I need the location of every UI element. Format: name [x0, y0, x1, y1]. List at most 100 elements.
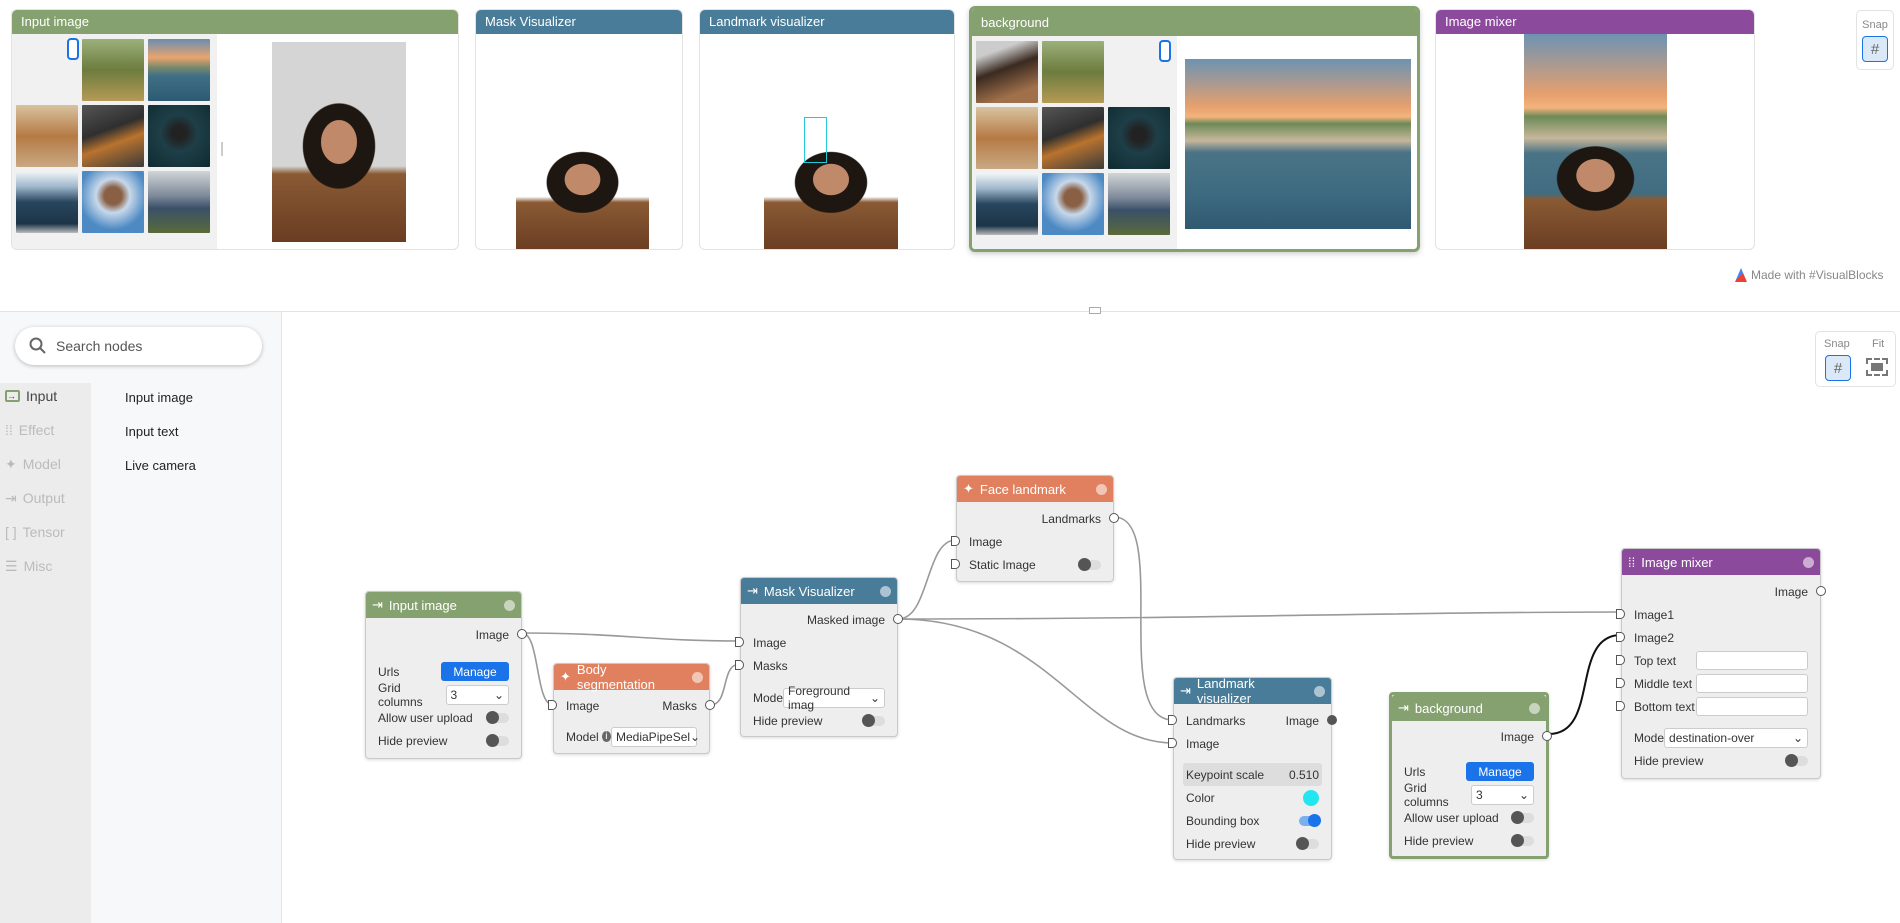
- hide-preview-toggle[interactable]: [1785, 753, 1808, 767]
- gallery-thumb[interactable]: [1159, 40, 1171, 62]
- node-header[interactable]: ⇥Input image: [366, 592, 521, 618]
- gallery-thumb[interactable]: [1108, 173, 1170, 235]
- category-effect[interactable]: ⁞⁞Effect: [5, 417, 54, 443]
- gallery-thumb[interactable]: [1042, 107, 1104, 169]
- snap-grid-button[interactable]: #: [1862, 36, 1888, 62]
- input-port-landmarks[interactable]: [1168, 715, 1177, 725]
- info-icon[interactable]: [1803, 556, 1814, 568]
- input-port-bottom-text[interactable]: [1616, 701, 1625, 711]
- allow-upload-toggle[interactable]: [1511, 810, 1534, 824]
- node-header[interactable]: ⇥Landmark visualizer: [1174, 676, 1331, 706]
- node-header[interactable]: ✦Face landmark: [957, 476, 1113, 502]
- color-picker[interactable]: [1303, 789, 1319, 806]
- input-port-top-text[interactable]: [1616, 655, 1625, 665]
- info-icon[interactable]: [1529, 702, 1540, 714]
- category-input[interactable]: →Input: [5, 383, 57, 409]
- gallery-thumb[interactable]: [976, 41, 1038, 103]
- library-item[interactable]: Live camera: [125, 458, 196, 473]
- gallery-thumb[interactable]: [16, 171, 78, 233]
- library-item[interactable]: Input text: [125, 424, 179, 439]
- grid-columns-select[interactable]: 3⌄: [445, 684, 509, 705]
- snap-grid-button[interactable]: #: [1825, 355, 1851, 381]
- middle-text-input[interactable]: [1696, 674, 1808, 693]
- gallery-thumb[interactable]: [67, 38, 79, 60]
- output-port-image[interactable]: [517, 629, 527, 639]
- mode-select[interactable]: destination-over⌄: [1664, 727, 1808, 748]
- output-port-masked-image[interactable]: [893, 614, 903, 624]
- info-icon[interactable]: [1096, 483, 1107, 495]
- library-item[interactable]: Input image: [125, 390, 193, 405]
- fit-view-button[interactable]: [1866, 358, 1888, 376]
- bottom-text-input[interactable]: [1696, 697, 1808, 716]
- gallery-thumb[interactable]: [1108, 107, 1170, 169]
- preview-card-input-image[interactable]: Input image: [11, 9, 459, 250]
- gallery-thumb[interactable]: [82, 39, 144, 101]
- node-face-landmark[interactable]: ✦Face landmark Landmarks Image Static Im…: [951, 475, 1119, 582]
- info-icon[interactable]: i: [601, 731, 611, 742]
- top-text-input[interactable]: [1696, 651, 1808, 670]
- hide-preview-toggle[interactable]: [862, 713, 885, 727]
- gallery-thumb[interactable]: [82, 171, 144, 233]
- gallery-thumb[interactable]: [148, 39, 210, 101]
- category-model[interactable]: ✦Model: [5, 451, 61, 477]
- category-misc[interactable]: ☰Misc: [5, 553, 52, 579]
- info-icon[interactable]: [1314, 685, 1325, 697]
- allow-upload-toggle[interactable]: [486, 710, 509, 724]
- output-port-image[interactable]: [1542, 731, 1552, 741]
- mode-select[interactable]: Foreground imag⌄: [783, 684, 885, 712]
- gallery-thumb[interactable]: [1042, 41, 1104, 103]
- resize-handle[interactable]: [221, 142, 223, 156]
- node-image-mixer[interactable]: ⁞⁞Image mixer Image Image1 Image2 Top te…: [1616, 548, 1826, 779]
- made-with-badge[interactable]: Made with #VisualBlocks: [1735, 268, 1884, 282]
- gallery-thumb[interactable]: [82, 105, 144, 167]
- info-icon[interactable]: [692, 671, 703, 683]
- gallery-thumb[interactable]: [976, 173, 1038, 235]
- preview-card-background[interactable]: background: [969, 6, 1420, 252]
- manage-button[interactable]: Manage: [441, 662, 509, 681]
- gallery-thumb[interactable]: [1042, 173, 1104, 235]
- manage-button[interactable]: Manage: [1466, 762, 1534, 781]
- node-header[interactable]: ⁞⁞Image mixer: [1622, 549, 1820, 575]
- input-port-image2[interactable]: [1616, 632, 1625, 642]
- input-port-image[interactable]: [548, 700, 557, 710]
- output-port-image[interactable]: [1327, 715, 1337, 725]
- gallery-thumb[interactable]: [148, 171, 210, 233]
- input-port-image[interactable]: [1168, 738, 1177, 748]
- hide-preview-toggle[interactable]: [1296, 836, 1319, 850]
- preview-card-image-mixer[interactable]: Image mixer: [1435, 9, 1755, 250]
- node-header[interactable]: ✦Body segmentation: [554, 662, 709, 692]
- output-port-image[interactable]: [1816, 586, 1826, 596]
- input-port-middle-text[interactable]: [1616, 678, 1625, 688]
- category-output[interactable]: ⇥Output: [5, 485, 65, 511]
- input-port-masks[interactable]: [735, 660, 744, 670]
- input-port-image[interactable]: [951, 536, 960, 546]
- info-icon[interactable]: [504, 599, 515, 611]
- gallery-thumb[interactable]: [976, 107, 1038, 169]
- static-image-toggle[interactable]: [1078, 557, 1101, 571]
- preview-card-mask-visualizer[interactable]: Mask Visualizer: [475, 9, 683, 250]
- gallery-thumb[interactable]: [16, 105, 78, 167]
- gallery-thumb[interactable]: [148, 105, 210, 167]
- input-port-image1[interactable]: [1616, 609, 1625, 619]
- panel-divider[interactable]: [0, 311, 1900, 312]
- hide-preview-toggle[interactable]: [1511, 833, 1534, 847]
- input-port-image[interactable]: [735, 637, 744, 647]
- node-header[interactable]: ⇥background: [1392, 695, 1546, 721]
- node-header[interactable]: ⇥Mask Visualizer: [741, 578, 897, 604]
- category-tensor[interactable]: [ ]Tensor: [5, 519, 65, 545]
- info-icon[interactable]: [880, 585, 891, 597]
- model-select[interactable]: MediaPipeSel⌄: [611, 726, 700, 747]
- output-port-landmarks[interactable]: [1109, 513, 1119, 523]
- grid-columns-select[interactable]: 3⌄: [1470, 784, 1534, 805]
- node-mask-visualizer[interactable]: ⇥Mask Visualizer Masked image Image Mask…: [735, 577, 903, 737]
- input-port-static-image[interactable]: [951, 559, 960, 569]
- preview-card-landmark-visualizer[interactable]: Landmark visualizer: [699, 9, 955, 250]
- search-input[interactable]: Search nodes: [15, 327, 262, 365]
- bounding-box-toggle[interactable]: [1299, 813, 1321, 827]
- hide-preview-toggle[interactable]: [486, 733, 509, 747]
- output-port-masks[interactable]: [705, 700, 715, 710]
